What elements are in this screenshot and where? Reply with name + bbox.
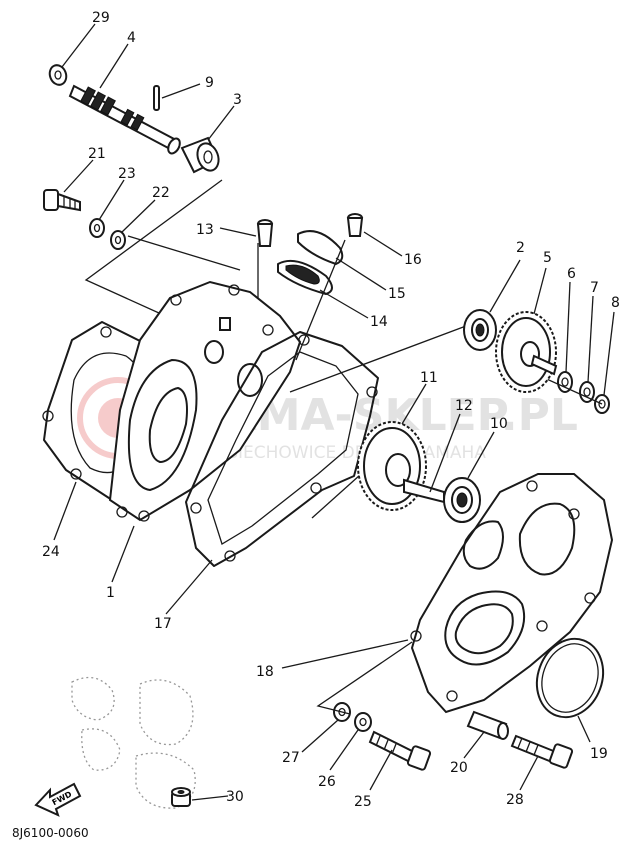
part-30-bushing bbox=[171, 787, 191, 807]
fwd-arrow: FWD bbox=[34, 782, 82, 817]
part-3-collar bbox=[180, 136, 220, 174]
part-29-washer bbox=[48, 64, 68, 86]
faint-background-sketch bbox=[71, 676, 196, 809]
callout-9: 9 bbox=[205, 75, 214, 91]
callout-25: 25 bbox=[354, 794, 372, 810]
part-1-cover bbox=[108, 280, 302, 522]
part-23-washer bbox=[89, 218, 105, 238]
callout-10: 10 bbox=[490, 416, 508, 432]
part-16-screw bbox=[346, 213, 364, 237]
part-14-gasket bbox=[277, 260, 333, 295]
callout-27: 27 bbox=[282, 750, 300, 766]
part-4-shaft bbox=[68, 84, 181, 155]
callout-6: 6 bbox=[567, 266, 576, 282]
part-11-gear bbox=[357, 421, 445, 511]
part-20-dowel bbox=[466, 710, 509, 740]
callout-15: 15 bbox=[388, 286, 406, 302]
part-18-housing bbox=[410, 473, 614, 714]
part-7-washer bbox=[579, 381, 595, 403]
part-13-bolt bbox=[256, 219, 274, 247]
part-22-washer bbox=[110, 230, 126, 250]
part-26-washer bbox=[354, 712, 372, 732]
callout-11: 11 bbox=[420, 370, 438, 386]
callout-18: 18 bbox=[256, 664, 274, 680]
part-9-pin bbox=[153, 85, 160, 111]
part-19-o-ring bbox=[535, 637, 605, 719]
part-17-gasket bbox=[185, 331, 379, 567]
callout-14: 14 bbox=[370, 314, 388, 330]
callout-7: 7 bbox=[590, 280, 599, 296]
part-6-washer bbox=[557, 371, 573, 393]
callout-4: 4 bbox=[127, 30, 136, 46]
callout-1: 1 bbox=[106, 585, 115, 601]
callout-16: 16 bbox=[404, 252, 422, 268]
part-8-nut bbox=[594, 394, 610, 414]
callout-5: 5 bbox=[543, 250, 552, 266]
callout-24: 24 bbox=[42, 544, 60, 560]
callout-12: 12 bbox=[455, 398, 473, 414]
callout-3: 3 bbox=[233, 92, 242, 108]
callout-17: 17 bbox=[154, 616, 172, 632]
callout-13: 13 bbox=[196, 222, 214, 238]
callout-28: 28 bbox=[506, 792, 524, 808]
diagram-code: 8J6100-0060 bbox=[12, 826, 89, 840]
callout-21: 21 bbox=[88, 146, 106, 162]
callout-labels: 29 4 9 3 21 23 22 13 16 15 14 2 5 6 7 8 … bbox=[42, 10, 620, 810]
callout-19: 19 bbox=[590, 746, 608, 762]
callout-22: 22 bbox=[152, 185, 170, 201]
part-2-bearing bbox=[463, 309, 497, 351]
part-15-plate bbox=[297, 230, 344, 265]
callout-23: 23 bbox=[118, 166, 136, 182]
callout-29: 29 bbox=[92, 10, 110, 26]
leader-lines bbox=[53, 23, 615, 801]
callout-26: 26 bbox=[318, 774, 336, 790]
callout-30: 30 bbox=[226, 789, 244, 805]
callout-8: 8 bbox=[611, 295, 620, 311]
part-28-bolt bbox=[510, 734, 574, 769]
part-25-bolt bbox=[368, 730, 432, 771]
part-27-washer bbox=[333, 702, 351, 722]
callout-2: 2 bbox=[516, 240, 525, 256]
part-21-bolt bbox=[43, 189, 81, 212]
part-5-sprocket bbox=[495, 311, 558, 393]
part-10-bearing bbox=[443, 477, 481, 523]
callout-20: 20 bbox=[450, 760, 468, 776]
